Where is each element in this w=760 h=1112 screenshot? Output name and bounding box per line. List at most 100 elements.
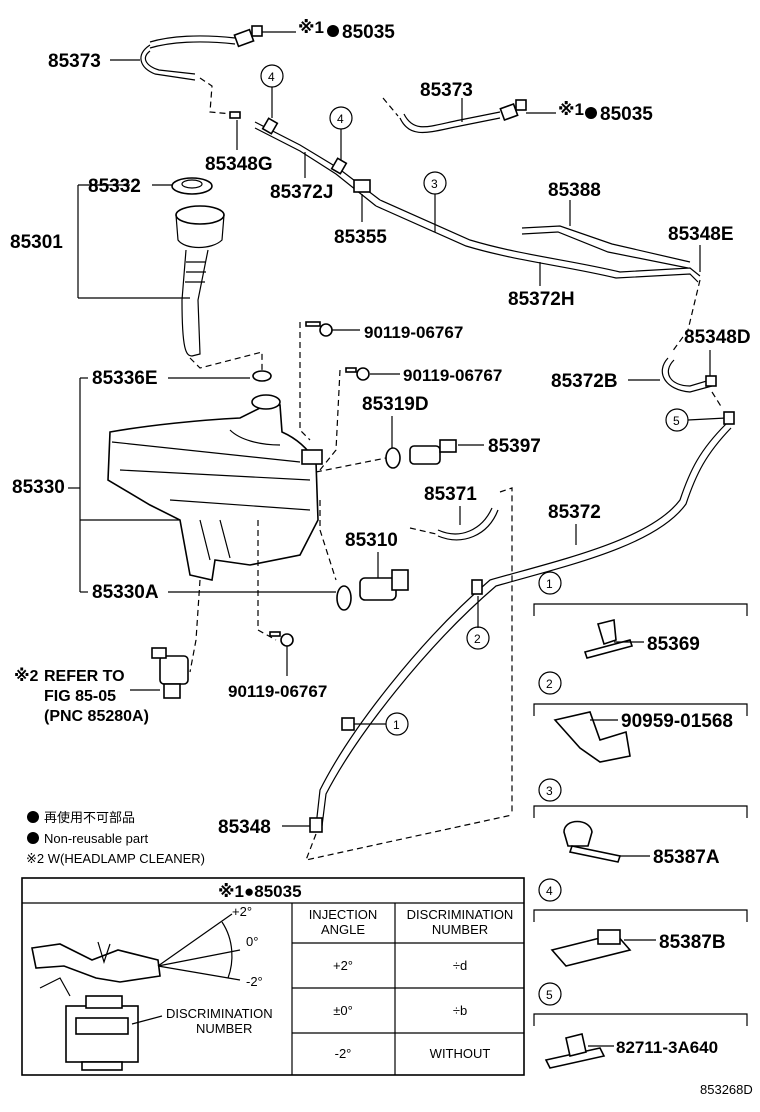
- part-85319d-label: 85319D: [362, 394, 429, 415]
- detail-circle-5: [538, 982, 562, 1006]
- hose-85373-top-curve-2: [144, 50, 196, 75]
- clip-85348: [309, 817, 323, 833]
- part-90119-a-label: 90119-06767: [364, 323, 463, 342]
- callout-circle-5-label: 5: [673, 414, 680, 428]
- filler-neck-top: [175, 205, 225, 225]
- part-85372-label: 85372: [548, 502, 601, 523]
- clip-circle-2: [471, 579, 483, 595]
- hose-85373-mid-a: [399, 117, 501, 133]
- ref-mark-2: ※2: [14, 667, 39, 685]
- filler-neck-ribs: [185, 261, 206, 283]
- detail-85369-label: 85369: [647, 634, 700, 655]
- hose-85372h-b: [375, 205, 699, 283]
- part-85332-label: 85332: [88, 176, 141, 197]
- callout-circle-2-label: 2: [474, 632, 481, 646]
- row-3-number: WITHOUT: [430, 1046, 491, 1061]
- dashed-guide-85371-b: [499, 487, 513, 815]
- part-85301-label: 85301: [10, 232, 63, 253]
- grommet-85336e: [252, 370, 272, 382]
- clip-85369-top: [596, 618, 617, 646]
- hose-85373-top-upper: [149, 35, 236, 43]
- part-85035-mid-label: 85035: [600, 104, 653, 125]
- callout-circle-4a-label: 4: [268, 70, 275, 84]
- angle-line-mid: [157, 949, 241, 967]
- clip-85387a-top: [563, 820, 593, 847]
- dashed-guide-bolt-b: [319, 369, 341, 471]
- leader-circle-5: [687, 417, 727, 421]
- row-1-number: ÷d: [453, 958, 467, 973]
- clip-85348g: [229, 111, 241, 119]
- part-85035-top-label: 85035: [342, 22, 395, 43]
- part-85330a-label: 85330A: [92, 582, 159, 603]
- hose-85388-b: [521, 231, 689, 269]
- detail-1-bracket: [533, 603, 748, 616]
- part-85330-label: 85330: [12, 477, 65, 498]
- non-reusable-dot-top: [327, 25, 339, 37]
- part-85348g-label: 85348G: [205, 154, 273, 175]
- bolt-90119-b: [345, 367, 370, 381]
- pump-85310: [336, 569, 409, 611]
- hose-85371-b: [437, 509, 499, 541]
- detail-85387b-label: 85387B: [659, 932, 726, 953]
- part-85348-label: 85348: [218, 817, 271, 838]
- row-2-angle: ±0°: [333, 1003, 353, 1018]
- clip-85387b-top: [597, 929, 621, 945]
- leader-discrimination: [131, 1015, 163, 1025]
- part-85373-top-label: 85373: [48, 51, 101, 72]
- nozzle-85035-mid: [499, 99, 527, 122]
- legend-w-note: ※2 W(HEADLAMP CLEANER): [26, 851, 205, 866]
- detail-1: 1 85369: [533, 571, 748, 659]
- hose-85372b-b: [667, 359, 711, 387]
- dashed-guide-85348: [305, 814, 513, 861]
- part-85373-mid-label: 85373: [420, 80, 473, 101]
- hose-85372-a: [315, 423, 727, 827]
- row-3-angle: -2°: [335, 1046, 352, 1061]
- legend-en: Non-reusable part: [44, 831, 148, 846]
- detail-circle-2: [538, 671, 562, 695]
- discrimination-label-2: NUMBER: [196, 1021, 252, 1036]
- row-2-number: ÷b: [453, 1003, 467, 1018]
- detail-82711-label: 82711-3A640: [616, 1038, 718, 1057]
- part-85372j-label: 85372J: [270, 182, 333, 203]
- clip-85387a-base: [568, 845, 622, 863]
- detail-4-bracket: [533, 909, 748, 922]
- clip-on-85372j-a: [261, 117, 279, 135]
- angle-minus-two: -2°: [246, 974, 263, 989]
- bolt-90119-a: [305, 321, 333, 337]
- angle-line-top: [157, 913, 233, 967]
- clip-circle-1: [341, 717, 355, 731]
- clip-90959: [553, 711, 631, 763]
- refer-line-3: (PNC 85280A): [44, 708, 149, 725]
- part-85310-label: 85310: [345, 530, 398, 551]
- discrimination-label-1: DISCRIMINATION: [166, 1006, 273, 1021]
- detail-2-bracket: [533, 703, 748, 716]
- angle-zero: 0°: [246, 934, 258, 949]
- part-85371-label: 85371: [424, 484, 477, 505]
- part-85372b-label: 85372B: [551, 371, 618, 392]
- callout-circle-1: [385, 712, 409, 736]
- part-85372h-label: 85372H: [508, 289, 575, 310]
- col-injection-angle-1: INJECTION: [309, 907, 378, 922]
- refer-line-1: REFER TO: [44, 668, 125, 685]
- legend-dot-en: [27, 832, 39, 844]
- detail-circle-4-label: 4: [546, 884, 553, 898]
- dashed-guide-refer: [189, 579, 201, 673]
- hose-85373-top-lower: [149, 41, 236, 49]
- detail-circle-1-label: 1: [546, 577, 553, 591]
- cap-85332-inner: [181, 179, 203, 189]
- clip-82711-top: [565, 1033, 587, 1057]
- detail-2: 2 90959-01568: [533, 671, 748, 763]
- headlamp-cleaner-pump: [151, 647, 189, 699]
- hose-85371-a: [437, 507, 493, 535]
- detail-circle-4: [538, 878, 562, 902]
- callout-circle-1-label: 1: [393, 718, 400, 732]
- table-border: [21, 877, 525, 1076]
- clip-circle-5: [723, 411, 735, 425]
- hose-85373-top-curve: [140, 44, 196, 81]
- hose-85388-a: [521, 225, 691, 263]
- ref-mark-1-mid: ※1: [558, 100, 584, 119]
- filler-neck-upper: [175, 214, 225, 249]
- part-90119-c-label: 90119-06767: [228, 682, 327, 701]
- part-85397-label: 85397: [488, 436, 541, 457]
